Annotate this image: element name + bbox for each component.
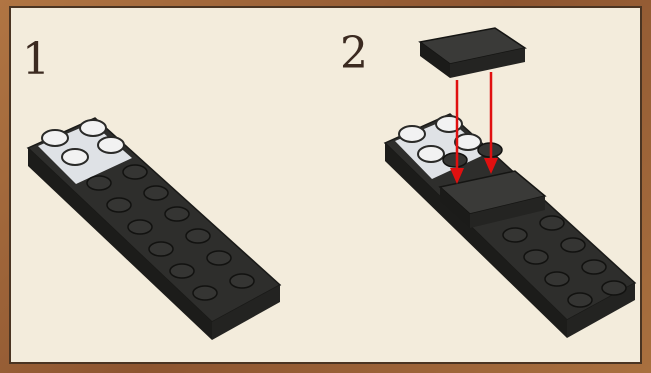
black-stud <box>545 272 569 286</box>
white-stud <box>80 120 106 136</box>
white-stud <box>42 130 68 146</box>
step1-plate <box>28 118 280 340</box>
black-stud <box>144 186 168 200</box>
white-stud <box>418 146 444 162</box>
step2-falling-tile <box>420 28 525 78</box>
black-stud <box>149 242 173 256</box>
black-stud <box>170 264 194 278</box>
black-stud <box>561 238 585 252</box>
black-stud <box>503 228 527 242</box>
black-stud <box>87 176 111 190</box>
black-stud <box>186 229 210 243</box>
black-stud <box>165 207 189 221</box>
black-stud <box>524 250 548 264</box>
black-stud <box>582 260 606 274</box>
white-stud <box>455 134 481 150</box>
black-stud <box>540 216 564 230</box>
black-stud <box>193 286 217 300</box>
white-stud <box>399 126 425 142</box>
black-stud <box>128 220 152 234</box>
black-stud <box>107 198 131 212</box>
white-stud <box>98 137 124 153</box>
black-stud <box>602 281 626 295</box>
black-stud <box>568 293 592 307</box>
white-stud <box>62 149 88 165</box>
black-stud <box>123 165 147 179</box>
black-stud <box>443 153 467 167</box>
black-stud <box>207 251 231 265</box>
black-stud <box>230 274 254 288</box>
step2-plate <box>385 114 635 338</box>
